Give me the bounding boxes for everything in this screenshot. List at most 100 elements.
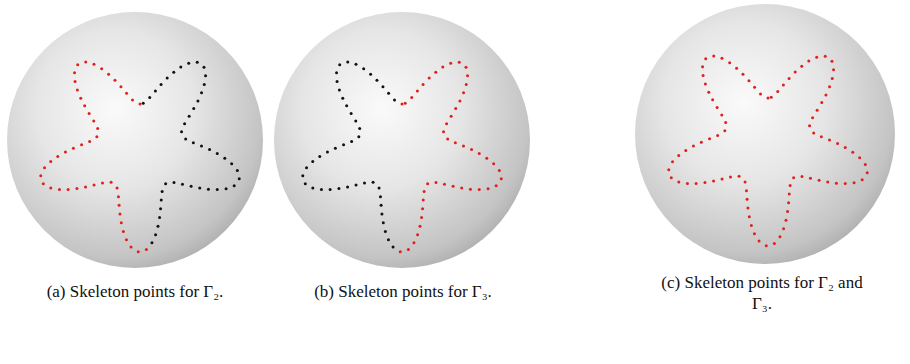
- skeleton-point: [150, 241, 153, 244]
- skeleton-point: [478, 188, 481, 191]
- skeleton-point: [183, 122, 186, 125]
- skeleton-point: [75, 187, 78, 190]
- skeleton-point: [93, 184, 96, 187]
- skeleton-point: [746, 198, 749, 201]
- skeleton-point: [815, 56, 818, 59]
- skeleton-point: [233, 184, 236, 187]
- skeleton-point: [384, 230, 387, 233]
- skeleton-point: [346, 186, 349, 189]
- skeleton-point: [770, 96, 773, 99]
- skeleton-point: [184, 137, 187, 140]
- skeleton-point: [118, 204, 121, 207]
- skeleton-point: [190, 185, 193, 188]
- skeleton-point: [181, 183, 184, 186]
- skeleton-point: [478, 152, 481, 155]
- skeleton-point: [469, 188, 472, 191]
- skeleton-point: [695, 182, 698, 185]
- skeleton-point: [776, 90, 779, 93]
- skeleton-point: [362, 67, 365, 70]
- skeleton-point: [336, 80, 339, 83]
- skeleton-point: [462, 145, 465, 148]
- skeleton-point: [421, 207, 424, 210]
- skeleton-point: [410, 96, 413, 99]
- skeleton-point: [369, 73, 372, 76]
- skeleton-point: [142, 102, 145, 105]
- skeleton-point: [416, 233, 419, 236]
- skeleton-point: [746, 206, 749, 209]
- skeleton-point: [139, 103, 142, 106]
- skeleton-point: [745, 189, 748, 192]
- skeleton-point: [42, 182, 45, 185]
- skeleton-point: [381, 85, 384, 88]
- skeleton-point: [92, 63, 95, 66]
- skeleton-point: [378, 186, 381, 189]
- skeleton-point: [808, 124, 811, 127]
- skeleton-point: [318, 155, 321, 158]
- skeleton-point: [485, 157, 488, 160]
- skeleton-point: [844, 146, 847, 149]
- skeleton-point: [380, 212, 383, 215]
- skeleton-point: [442, 130, 445, 133]
- skeleton-point: [399, 250, 402, 253]
- skeleton-point: [203, 83, 206, 86]
- skeleton-point: [164, 182, 167, 185]
- skeleton-point: [192, 107, 195, 110]
- skeleton-point: [750, 224, 753, 227]
- skeleton-point: [345, 104, 348, 107]
- skeleton-point: [708, 137, 711, 140]
- skeleton-point: [464, 66, 467, 69]
- skeleton-point: [88, 140, 91, 143]
- skeleton-point: [119, 85, 122, 88]
- skeleton-point: [76, 88, 79, 91]
- skeleton-point: [354, 63, 357, 66]
- skeleton-point: [113, 79, 116, 82]
- skeleton-point: [831, 77, 834, 80]
- skeleton-point: [818, 179, 821, 182]
- skeleton-point: [759, 92, 762, 95]
- skeleton-point: [346, 61, 349, 64]
- skeleton-point: [462, 91, 465, 94]
- skeleton-point: [811, 116, 814, 119]
- skeleton-point: [753, 232, 756, 235]
- skeleton-point: [450, 115, 453, 118]
- skeleton-point: [418, 225, 421, 228]
- skeleton-point: [767, 97, 770, 100]
- skeleton-point: [80, 143, 83, 146]
- skeleton-point: [160, 199, 163, 202]
- skeleton-point: [172, 71, 175, 74]
- skeleton-point: [154, 233, 157, 236]
- skeleton-point: [358, 127, 361, 130]
- sphere: [635, 4, 895, 264]
- skeleton-point: [824, 93, 827, 96]
- skeleton-point: [236, 169, 239, 172]
- skeleton-point: [172, 181, 175, 184]
- skeleton-point: [223, 157, 226, 160]
- skeleton-point: [311, 160, 314, 163]
- skeleton-point: [83, 104, 86, 107]
- skeleton-point: [703, 181, 706, 184]
- skeleton-point: [166, 77, 169, 80]
- skeleton-point: [412, 241, 415, 244]
- skeleton-point: [677, 154, 680, 157]
- skeleton-point: [118, 212, 121, 215]
- skeleton-point: [422, 199, 425, 202]
- skeleton-point: [137, 250, 140, 253]
- skeleton-point: [363, 182, 366, 185]
- subfigure-caption: (b) Skeleton points for Γ₃.: [298, 281, 508, 302]
- point-set: [301, 61, 502, 254]
- skeleton-point: [202, 66, 205, 69]
- skeleton-point: [851, 151, 854, 154]
- skeleton-point: [720, 113, 723, 116]
- skeleton-point: [704, 57, 707, 60]
- skeleton-point: [375, 79, 378, 82]
- skeleton-point: [192, 141, 195, 144]
- skeleton-point: [84, 61, 87, 64]
- skeleton-point: [342, 143, 345, 146]
- skeleton-point: [216, 152, 219, 155]
- skeleton-point: [372, 181, 375, 184]
- skeleton-point: [702, 74, 705, 77]
- skeleton-point: [787, 201, 790, 204]
- skeleton-point: [326, 151, 329, 154]
- skeleton-point: [466, 74, 469, 77]
- skeleton-point: [238, 177, 241, 180]
